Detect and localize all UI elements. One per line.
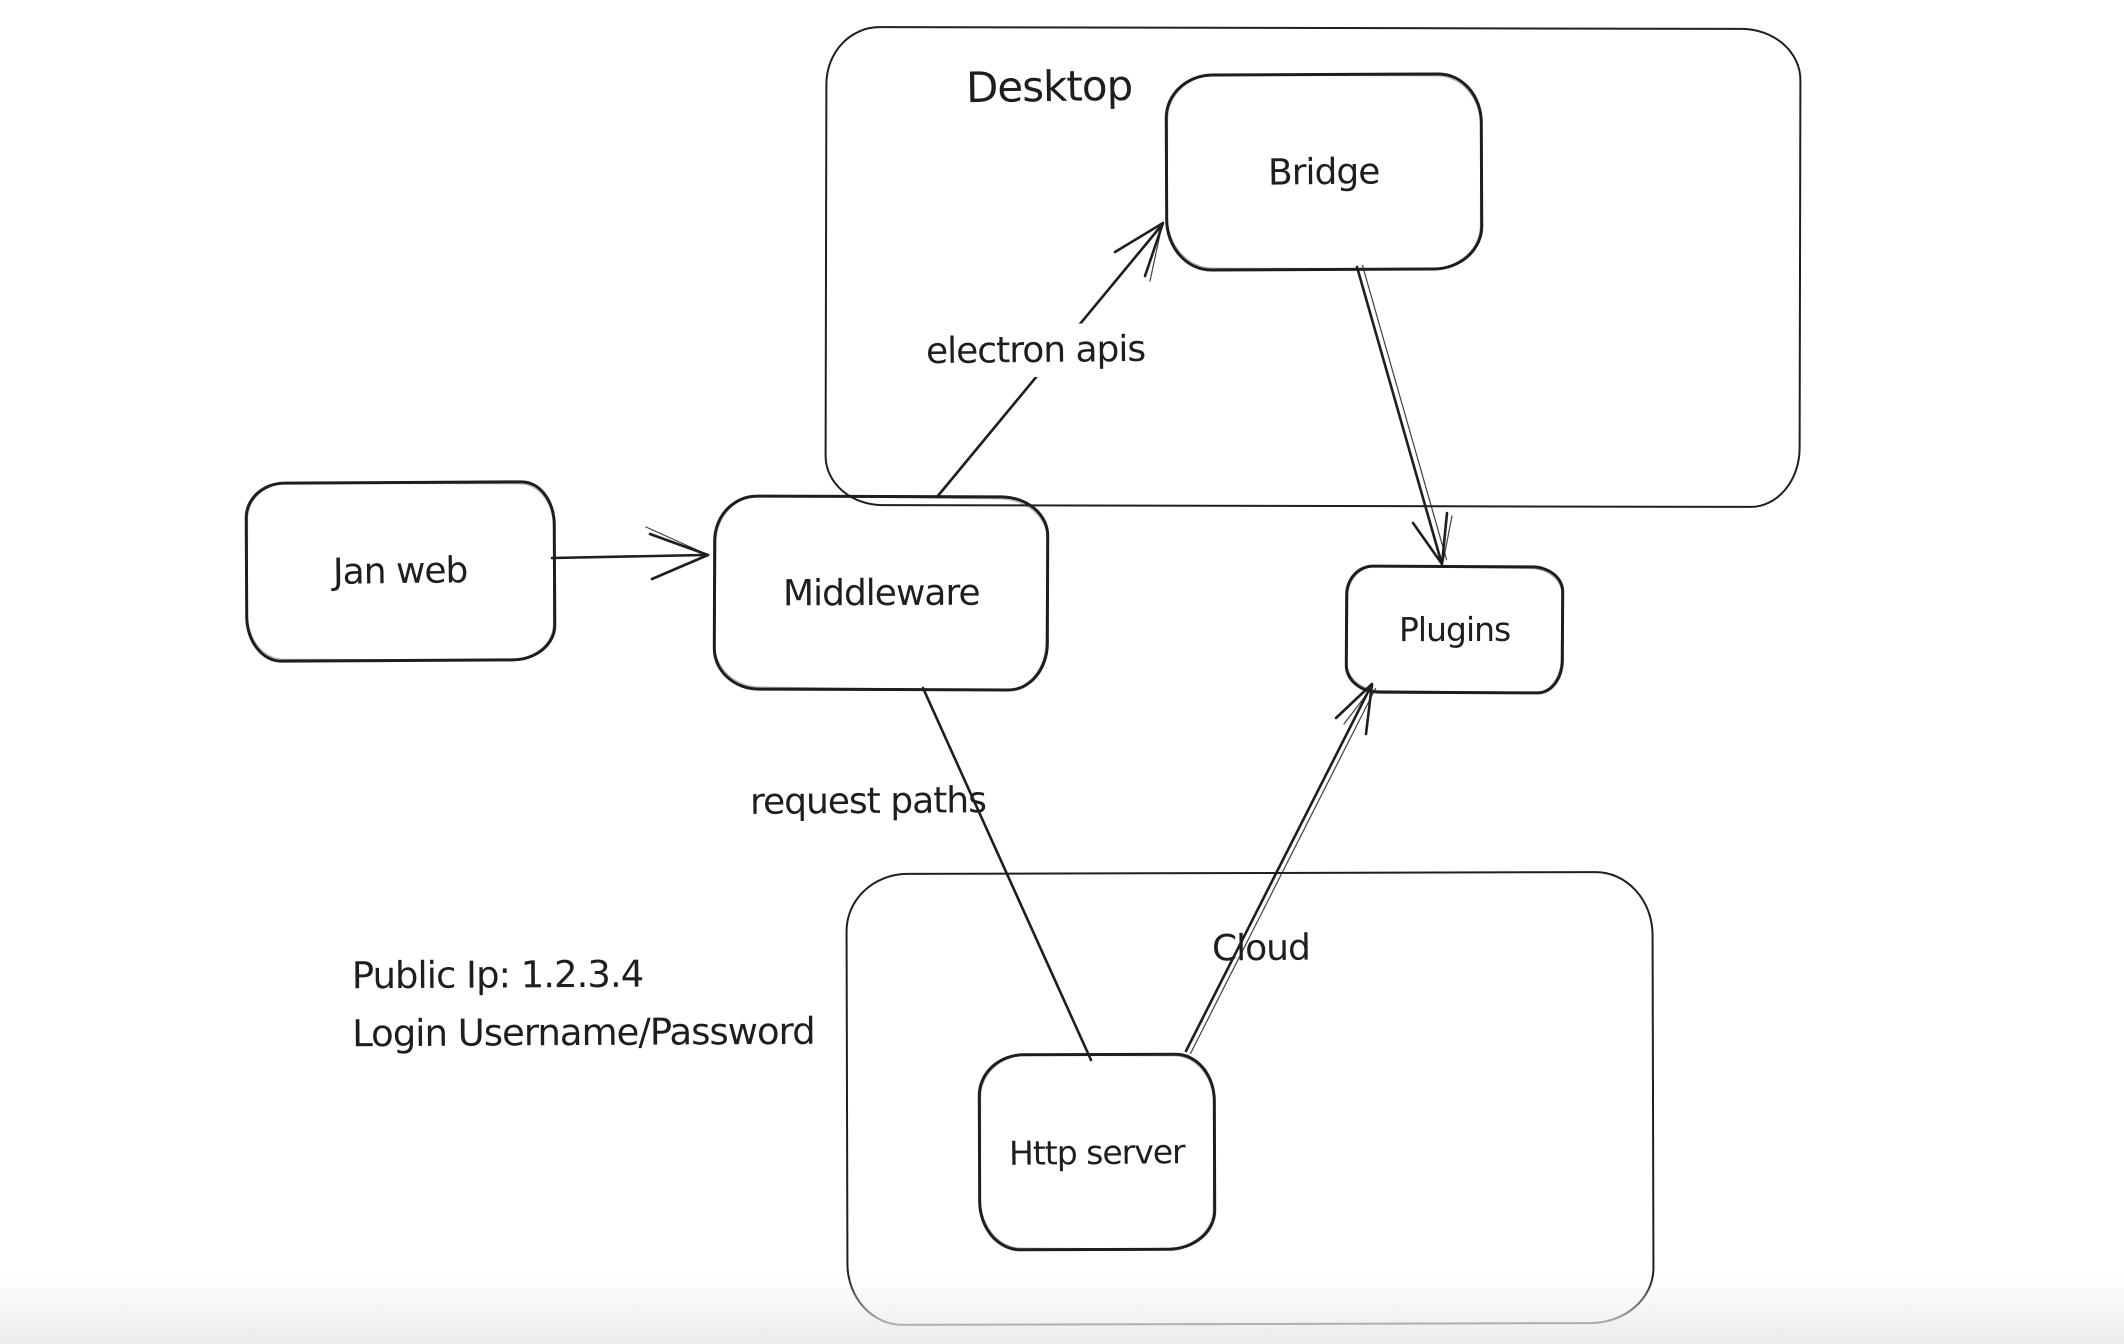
- node-jan-web-label: Jan web: [333, 550, 468, 593]
- container-cloud-label: Cloud: [1211, 927, 1311, 970]
- container-desktop-label: Desktop: [965, 60, 1133, 113]
- node-http-server-label: Http server: [1009, 1131, 1185, 1173]
- node-middleware-label: Middleware: [782, 572, 980, 614]
- edge-middleware-to-http-server[interactable]: [921, 686, 1093, 1062]
- edge-jan-web-to-middleware[interactable]: [550, 526, 710, 581]
- node-bridge-label: Bridge: [1268, 150, 1380, 194]
- edge-label-request-paths: request paths: [749, 780, 987, 823]
- edge-bridge-to-plugins[interactable]: [1355, 264, 1453, 566]
- canvas-bottom-fade: [0, 1276, 2124, 1344]
- node-http-server[interactable]: Http server: [977, 1052, 1217, 1252]
- edge-http-server-to-plugins[interactable]: [1184, 682, 1377, 1055]
- node-jan-web[interactable]: Jan web: [244, 480, 557, 663]
- annotation-line-1: Public Ip: 1.2.3.4: [351, 952, 644, 998]
- annotation-note: Public Ip: 1.2.3.4 Login Username/Passwo…: [352, 945, 815, 1063]
- edge-label-electron-apis: electron apis: [915, 322, 1156, 379]
- node-plugins-label: Plugins: [1398, 609, 1511, 650]
- node-bridge[interactable]: Bridge: [1164, 72, 1484, 272]
- annotation-line-2: Login Username/Password: [352, 1009, 815, 1056]
- node-plugins[interactable]: Plugins: [1344, 564, 1565, 695]
- node-middleware[interactable]: Middleware: [712, 494, 1050, 692]
